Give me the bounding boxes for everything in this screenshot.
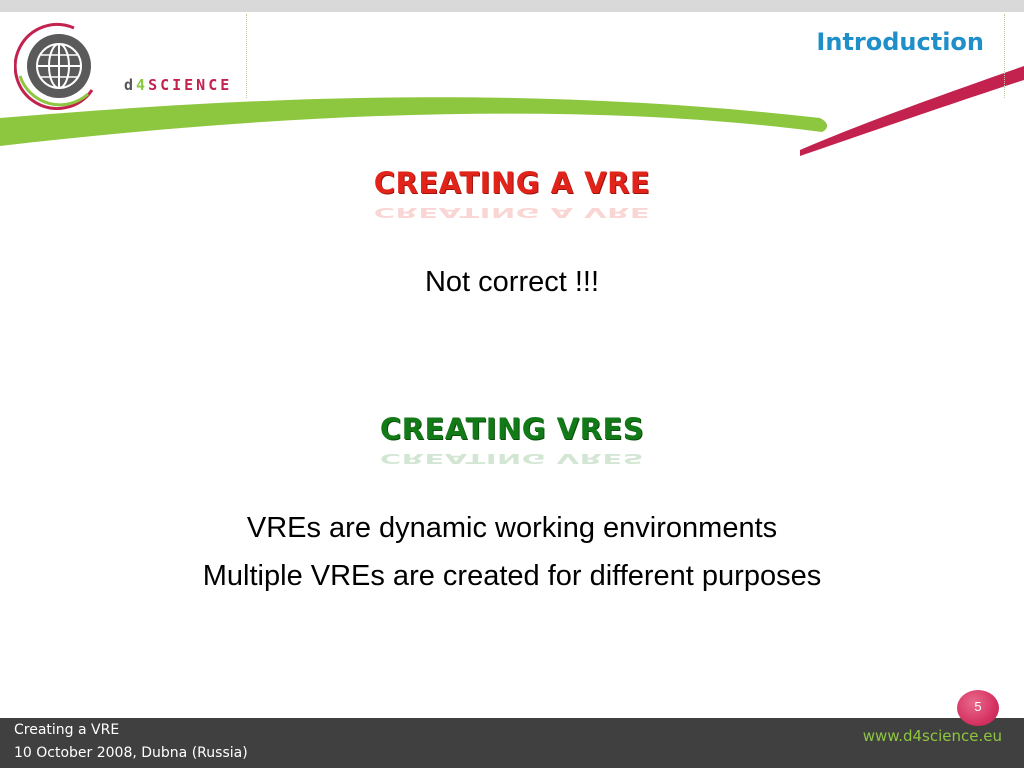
footer-website-link[interactable]: www.d4science.eu bbox=[862, 727, 1002, 745]
text-multiple-vres: Multiple VREs are created for different … bbox=[202, 560, 822, 592]
footer-date-location: 10 October 2008, Dubna (Russia) bbox=[14, 745, 248, 761]
footer-bar: Creating a VRE 10 October 2008, Dubna (R… bbox=[0, 718, 1024, 768]
footer-title: Creating a VRE bbox=[14, 722, 120, 738]
heading-reflection-1: CREATING A VRE bbox=[373, 204, 651, 220]
d4science-logo: d4SCIENCE bbox=[14, 20, 254, 110]
text-not-correct: Not correct !!! bbox=[424, 266, 600, 298]
logo-text-four: 4 bbox=[136, 76, 149, 94]
section-title: Introduction bbox=[816, 28, 984, 56]
top-strip bbox=[0, 0, 1024, 12]
heading-creating-a-vre: CREATING A VRE bbox=[373, 166, 651, 200]
divider-right bbox=[1004, 14, 1005, 98]
globe-logo-icon bbox=[14, 23, 94, 110]
header-swoosh bbox=[0, 66, 1024, 156]
page-number-badge: 5 bbox=[957, 690, 999, 726]
heading-reflection-2: CREATING VRES bbox=[379, 450, 645, 466]
heading-creating-vres: CREATING VRES bbox=[379, 412, 645, 446]
logo-text-prefix: d bbox=[124, 76, 137, 94]
text-dynamic-environments: VREs are dynamic working environments bbox=[246, 512, 778, 544]
logo-wordmark: d4SCIENCE bbox=[124, 76, 232, 94]
divider-left bbox=[246, 14, 247, 98]
logo-text-suffix: SCIENCE bbox=[148, 76, 233, 94]
